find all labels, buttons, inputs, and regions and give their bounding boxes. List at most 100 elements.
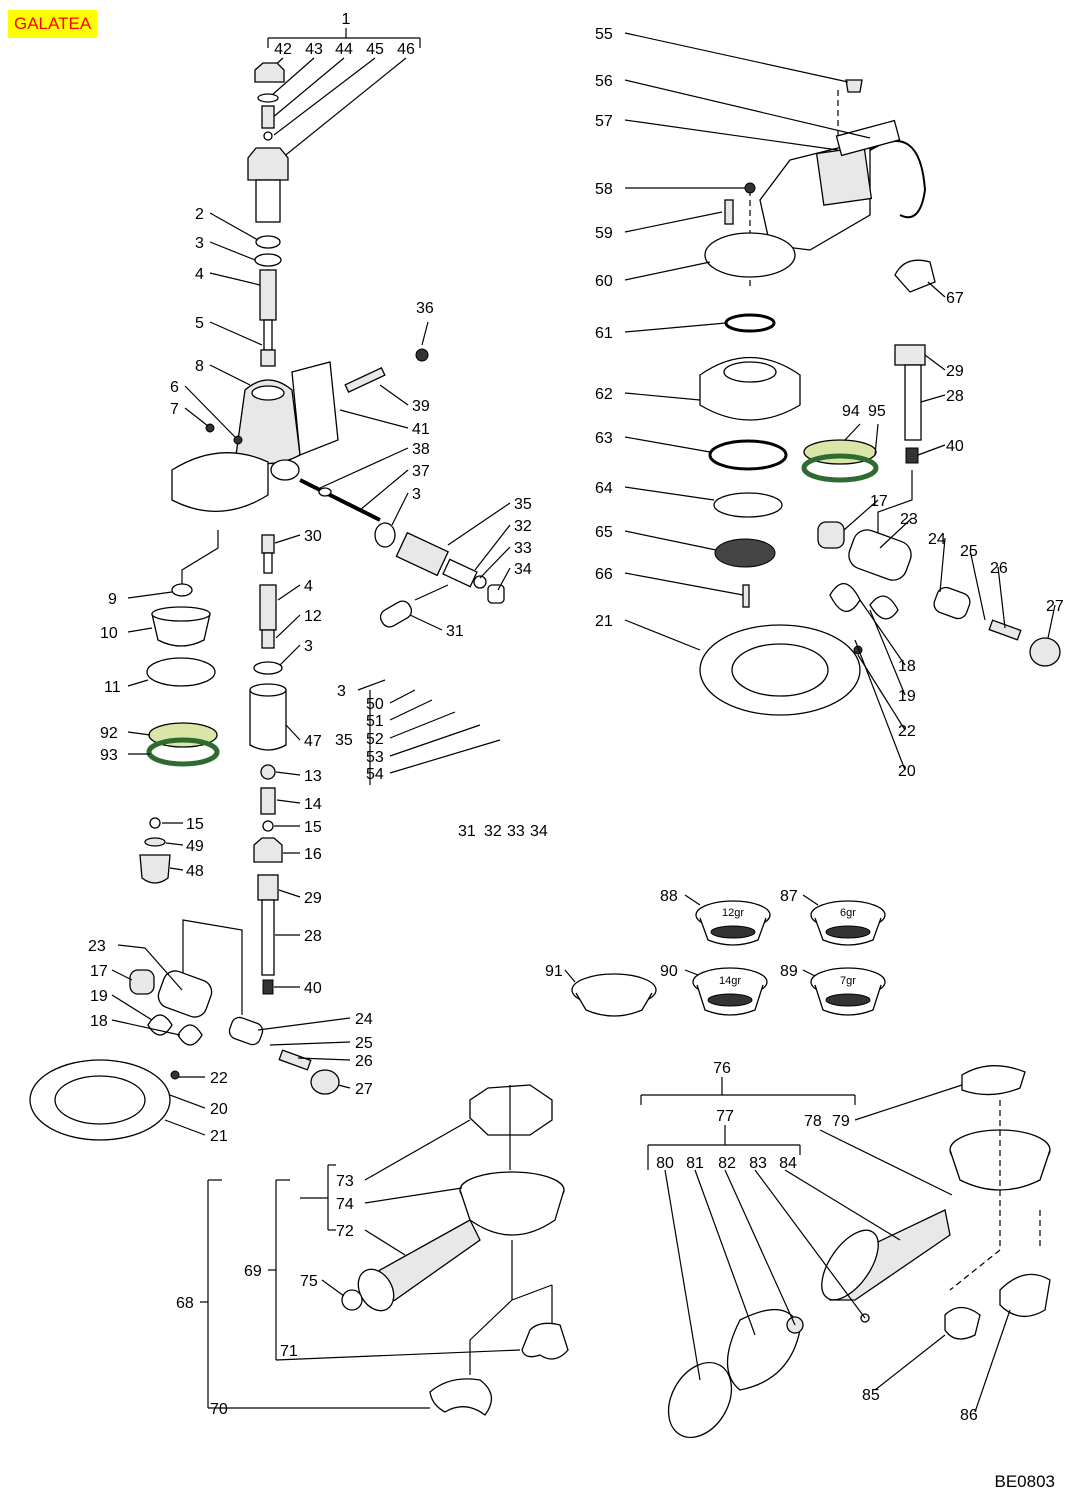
callout-93: 93 (100, 747, 118, 764)
callout-28-b: 28 (946, 388, 964, 405)
callout-27-b: 27 (1046, 598, 1064, 615)
basket-88-capacity: 12gr (722, 907, 744, 919)
part-4-spring (259, 269, 277, 321)
callout-21-b: 21 (595, 613, 613, 630)
part-4-spring-lower (259, 584, 277, 631)
part-66-screw (742, 584, 750, 608)
callout-46: 46 (397, 41, 415, 58)
part-39-spring (344, 367, 386, 393)
callout-58: 58 (595, 181, 613, 198)
part-12-valve (261, 629, 275, 649)
callout-3-b: 3 (412, 486, 421, 503)
callout-94: 94 (842, 403, 860, 420)
part-17-cap-right (817, 521, 845, 549)
upper-right-assembly (699, 79, 1061, 716)
callout-71: 71 (280, 1343, 298, 1360)
callout-66: 66 (595, 566, 613, 583)
callout-45: 45 (366, 41, 384, 58)
part-48-valve (139, 854, 171, 884)
callout-22-b: 22 (898, 723, 916, 740)
part-15-washer-b (149, 817, 161, 829)
callout-48: 48 (186, 863, 204, 880)
part-79-gasket (961, 1065, 1026, 1096)
callout-24-b: 24 (928, 531, 946, 548)
callout-30: 30 (304, 528, 322, 545)
callout-57: 57 (595, 113, 613, 130)
callout-86: 86 (960, 1407, 978, 1424)
part-81-emblem (726, 1308, 801, 1391)
callout-20-a: 20 (210, 1101, 228, 1118)
callout-85: 85 (862, 1387, 880, 1404)
part-2-oring (255, 235, 281, 249)
callout-89: 89 (780, 963, 798, 980)
brand-label: GALATEA (8, 10, 98, 38)
callout-13: 13 (304, 768, 322, 785)
part-14-spring (260, 787, 276, 815)
part-27-knob-right (1029, 637, 1061, 667)
callout-40-a: 40 (304, 980, 322, 997)
callout-83: 83 (749, 1155, 767, 1172)
part-32-lever (442, 558, 478, 588)
callout-67: 67 (946, 290, 964, 307)
part-36-nut (415, 348, 429, 362)
part-63-gasket (708, 439, 788, 471)
part-27-knob (310, 1069, 340, 1095)
callout-36: 36 (416, 300, 434, 317)
callout-88: 88 (660, 888, 678, 905)
part-3-oring-valve (374, 522, 396, 548)
callout-65: 65 (595, 524, 613, 541)
part-34-cap (487, 584, 505, 604)
callout-3-c: 3 (304, 638, 313, 655)
basket-89-capacity: 7gr (840, 975, 856, 987)
bell-housing (171, 452, 269, 513)
callout-51: 51 (366, 713, 384, 730)
part-65-screen (714, 538, 776, 568)
part-19-clip (147, 1014, 173, 1036)
callout-59: 59 (595, 225, 613, 242)
part-11-ring (146, 657, 216, 687)
part-59-screw (724, 199, 734, 225)
basket-87: 6gr (810, 900, 886, 946)
part-58-nut (744, 182, 756, 194)
part-19-clip-right (869, 595, 899, 620)
callout-64: 64 (595, 480, 613, 497)
part-9-screw (171, 583, 193, 597)
part-33-washer (473, 575, 487, 589)
callout-27-a: 27 (355, 1081, 373, 1098)
callout-22-a: 22 (210, 1070, 228, 1087)
callout-81: 81 (686, 1155, 704, 1172)
part-85-spout (944, 1306, 981, 1340)
part-75-cap (341, 1289, 363, 1311)
part-23-body (157, 970, 213, 1018)
callout-18-a: 18 (90, 1013, 108, 1030)
callout-54: 54 (366, 766, 384, 783)
part-40-nozzle-right (905, 447, 919, 464)
callout-26-b: 26 (990, 560, 1008, 577)
part-67-elbow (894, 259, 936, 293)
callout-62: 62 (595, 386, 613, 403)
portafilter-assembly-68 (200, 1084, 569, 1416)
callout-9: 9 (108, 591, 117, 608)
callout-10: 10 (100, 625, 118, 642)
callout-82: 82 (718, 1155, 736, 1172)
callout-75: 75 (300, 1273, 318, 1290)
part-10-filter (151, 613, 211, 647)
callout-37: 37 (412, 463, 430, 480)
callout-4-b: 4 (304, 578, 313, 595)
basket-88: 12gr (695, 900, 771, 946)
part-29-fitting-right (894, 344, 926, 366)
callout-15-b: 15 (186, 816, 204, 833)
callout-2: 2 (195, 206, 204, 223)
callout-41: 41 (412, 421, 430, 438)
callout-24-a: 24 (355, 1011, 373, 1028)
part-28-tube (261, 899, 275, 976)
callout-6: 6 (170, 379, 179, 396)
callout-61: 61 (595, 325, 613, 342)
part-70-spout (429, 1378, 492, 1416)
part-3-ring (254, 253, 282, 267)
callout-35-a: 35 (514, 496, 532, 513)
part-3-oring-lower (253, 661, 283, 675)
callout-63: 63 (595, 430, 613, 447)
